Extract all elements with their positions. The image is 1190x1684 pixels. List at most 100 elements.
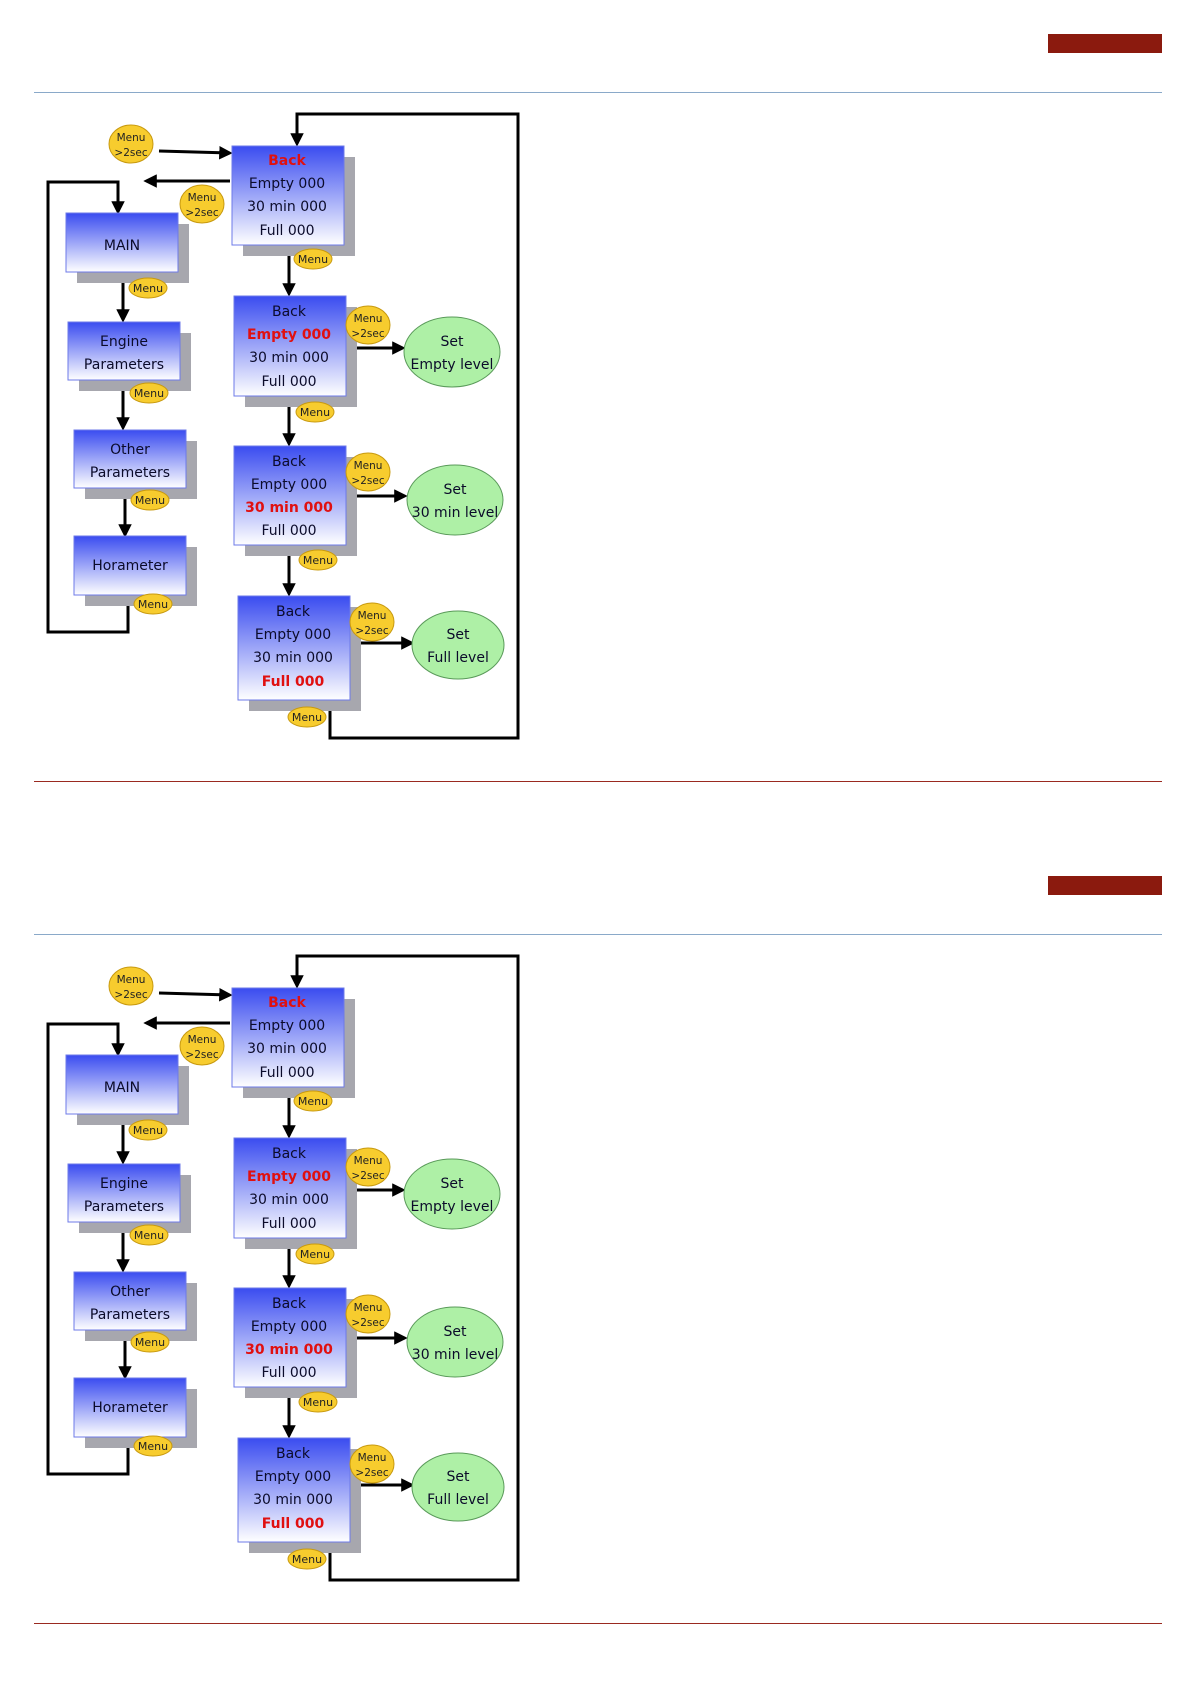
badge-label: Menu (300, 406, 330, 419)
badge-label: Menu (138, 1440, 168, 1453)
box-label: Parameters (90, 465, 170, 481)
horameter-box: Horameter (73, 1377, 197, 1448)
badge-label: >2sec (114, 989, 147, 1001)
menu-badge: Menu (130, 1331, 170, 1353)
box-label: Parameters (84, 1199, 164, 1215)
box-label: Other (110, 442, 150, 458)
screen-line: 30 min 000 (249, 1192, 329, 1208)
left-loop-arrow (46, 1022, 130, 1476)
screen-line: 30 min 000 (245, 1342, 333, 1358)
menu-badge: Menu (287, 1548, 327, 1570)
box-label: Horameter (92, 1400, 168, 1416)
box-label: MAIN (104, 238, 140, 254)
screen-line: 30 min 000 (247, 1041, 327, 1057)
menu-hold-badge: Menu>2sec (349, 1444, 395, 1484)
box-label: Other (110, 1284, 150, 1300)
menu-badge: Menu (293, 1090, 333, 1112)
menu-flow-diagram: Menu>2secMenu>2secMAINMenuEngineParamete… (46, 954, 520, 1582)
badge-label: Menu (292, 1553, 322, 1566)
badge-shape (133, 1435, 173, 1457)
action-shape (406, 464, 504, 536)
badge-shape (349, 1444, 395, 1484)
badge-shape (293, 248, 333, 270)
menu-badge: Menu (129, 1224, 169, 1246)
badge-shape (128, 277, 168, 299)
box-label: Parameters (84, 357, 164, 373)
screen-line: Back (272, 1146, 307, 1162)
menu-hold-badge-entry: Menu>2sec (108, 124, 154, 164)
box-face (67, 1163, 181, 1223)
menu-badge: Menu (295, 1243, 335, 1265)
badge-label: Menu (303, 1396, 333, 1409)
screen-line: Back (276, 604, 311, 620)
box-face (73, 535, 187, 596)
action-label: 30 min level (412, 505, 498, 521)
box-face (231, 987, 345, 1088)
screen-line: Full 000 (261, 523, 316, 539)
menu-badge: Menu (298, 1391, 338, 1413)
badge-shape (345, 452, 391, 492)
badge-shape (298, 549, 338, 571)
badge-shape (108, 966, 154, 1006)
badge-label: >2sec (351, 475, 384, 487)
box-face (233, 445, 347, 546)
footer-rule (34, 781, 1162, 782)
badge-label: >2sec (351, 328, 384, 340)
box-face (233, 1287, 347, 1388)
screen-line: Full 000 (259, 1065, 314, 1081)
action-label: Set (447, 1469, 471, 1485)
menu-hold-badge-exit: Menu>2sec (179, 184, 225, 224)
badge-shape (293, 1090, 333, 1112)
main-box: MAIN (65, 212, 189, 283)
menu-badge: Menu (128, 1119, 168, 1141)
action-label: Set (447, 627, 471, 643)
footer-rule (34, 1623, 1162, 1624)
screen-line: Empty 000 (247, 1169, 331, 1185)
box-label: Engine (100, 334, 148, 350)
screen-line: Back (272, 1296, 307, 1312)
menu-badge: Menu (298, 549, 338, 571)
badge-shape (133, 593, 173, 615)
menu-badge: Menu (295, 401, 335, 423)
badge-shape (287, 1548, 327, 1570)
horameter-box: Horameter (73, 535, 197, 606)
badge-label: >2sec (355, 625, 388, 637)
badge-shape (349, 602, 395, 642)
menu-badge: Menu (287, 706, 327, 728)
menu-hold-badge: Menu>2sec (345, 305, 391, 345)
menu-badge: Menu (130, 489, 170, 511)
box-face (73, 1377, 187, 1438)
header-accent-bar (1048, 34, 1162, 53)
badge-label: Menu (354, 1155, 383, 1167)
badge-shape (287, 706, 327, 728)
action-label: Empty level (411, 1199, 494, 1215)
badge-label: Menu (188, 192, 217, 204)
badge-label: Menu (292, 711, 322, 724)
screen-line: Full 000 (262, 1516, 325, 1532)
box-label: Parameters (90, 1307, 170, 1323)
badge-label: >2sec (114, 147, 147, 159)
action-label: Full level (427, 1492, 489, 1508)
screen-line: Back (268, 153, 306, 169)
badge-shape (108, 124, 154, 164)
badge-label: Menu (298, 1095, 328, 1108)
badge-shape (129, 382, 169, 404)
screen-line: 30 min 000 (253, 1492, 333, 1508)
badge-label: Menu (134, 1229, 164, 1242)
menu-flow-diagram: Menu>2secMenu>2secMAINMenuEngineParamete… (46, 112, 520, 740)
badge-label: Menu (138, 598, 168, 611)
menu-hold-badge: Menu>2sec (345, 1147, 391, 1187)
return-loop-arrow (290, 954, 520, 1582)
badge-label: >2sec (351, 1317, 384, 1329)
badge-label: Menu (133, 282, 163, 295)
